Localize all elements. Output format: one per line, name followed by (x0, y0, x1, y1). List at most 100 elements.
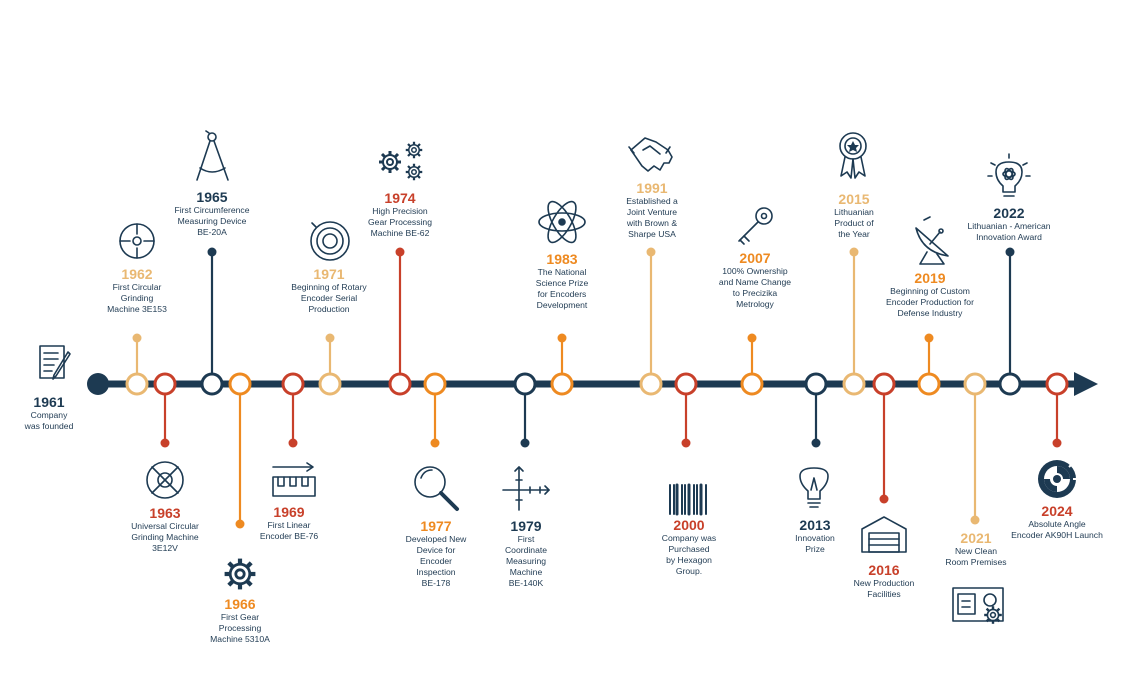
event-stem-dot (681, 438, 691, 448)
event-node (963, 372, 987, 396)
event-1963: 1963 Universal Circular Grinding Machine… (105, 505, 225, 554)
event-description: The National Science Prize for Encoders … (535, 267, 589, 310)
event-1966: 1966 First Gear Processing Machine 5310A (180, 596, 300, 645)
event-1965: 1965 First Circumference Measuring Devic… (152, 189, 272, 238)
event-stem-dot (849, 247, 859, 257)
event-year: 1963 (149, 505, 181, 521)
event-node (388, 372, 412, 396)
event-node (804, 372, 828, 396)
event-year: 1983 (546, 251, 578, 267)
event-year: 2016 (868, 562, 900, 578)
event-stem-dot (395, 247, 405, 257)
handshake-icon (628, 137, 673, 172)
satellite-dish-icon (915, 216, 949, 265)
event-stem-dot (924, 333, 934, 343)
event-description: Beginning of Rotary Encoder Serial Produ… (291, 282, 367, 314)
event-year: 1962 (121, 266, 153, 282)
key-icon (738, 207, 773, 245)
event-node (872, 372, 896, 396)
event-2021: 2021 New Clean Room Premises (916, 530, 1036, 568)
event-description: 100% Ownership and Name Change to Preciz… (718, 266, 792, 309)
event-node (513, 372, 537, 396)
rotary-encoder-icon (310, 221, 350, 261)
event-1962: 1962 First Circular Grinding Machine 3E1… (77, 266, 197, 315)
event-description: Lithuanian Product of the Year (834, 207, 874, 239)
event-node (281, 372, 305, 396)
event-year: 1969 (273, 504, 305, 520)
event-2007: 2007 100% Ownership and Name Change to P… (695, 250, 815, 310)
event-description: First Circular Grinding Machine 3E153 (107, 282, 167, 314)
event-description: New Clean Room Premises (945, 546, 1007, 567)
event-year: 2007 (739, 250, 771, 266)
timeline-arrowhead (1074, 372, 1098, 396)
event-stem-dot (325, 333, 335, 343)
event-stem-dot (811, 438, 821, 448)
event-node (200, 372, 224, 396)
event-stem-dot (160, 438, 170, 448)
event-2024: 2024 Absolute Angle Encoder AK90H Launch (997, 503, 1117, 541)
event-year: 2000 (673, 517, 705, 533)
event-stem-dot (430, 438, 440, 448)
event-node (228, 372, 252, 396)
event-node (318, 372, 342, 396)
event-description: Absolute Angle Encoder AK90H Launch (1011, 519, 1103, 540)
event-description: Universal Circular Grinding Machine 3E12… (131, 521, 199, 553)
atom-icon (538, 200, 586, 244)
event-description: Developed New Device for Encoder Inspect… (405, 534, 467, 588)
event-node (1045, 372, 1069, 396)
event-node (842, 372, 866, 396)
event-description: First Circumference Measuring Device BE-… (174, 205, 250, 237)
barcode-icon (669, 483, 707, 516)
event-stem-dot (132, 333, 142, 343)
event-2015: 2015 Lithuanian Product of the Year (794, 191, 914, 240)
event-stem-dot (520, 438, 530, 448)
event-1979: 1979 First Coordinate Measuring Machine … (466, 518, 586, 589)
event-stem-dot (557, 333, 567, 343)
coordinate-axes-icon (502, 466, 550, 511)
event-description: Company was Purchased by Hexagon Group. (661, 533, 717, 576)
event-node (917, 372, 941, 396)
event-year: 1977 (420, 518, 452, 534)
event-year: 1979 (510, 518, 542, 534)
circular-grinder-icon (146, 461, 184, 499)
event-description: High Precision Gear Processing Machine B… (367, 206, 432, 238)
event-stem-dot (235, 519, 245, 529)
event-1971: 1971 Beginning of Rotary Encoder Serial … (269, 266, 389, 315)
document-pen-icon (39, 345, 71, 380)
event-stem-dot (879, 494, 889, 504)
idea-bulb-icon (987, 153, 1031, 197)
linear-encoder-icon (272, 462, 316, 497)
event-description: First Linear Encoder BE-76 (259, 520, 319, 541)
event-1983: 1983 The National Science Prize for Enco… (502, 251, 622, 311)
event-description: First Gear Processing Machine 5310A (210, 612, 270, 644)
event-stem-dot (288, 438, 298, 448)
event-year: 2021 (960, 530, 992, 546)
event-stem-dot (646, 247, 656, 257)
event-description: Established a Joint Venture with Brown &… (626, 196, 678, 239)
event-node (550, 372, 574, 396)
event-1974: 1974 High Precision Gear Processing Mach… (340, 190, 460, 239)
control-panel-icon (952, 587, 1004, 622)
gear-icon (225, 559, 256, 590)
event-node (639, 372, 663, 396)
compass-icon (196, 130, 229, 181)
garage-icon (861, 516, 907, 553)
event-description: Beginning of Custom Encoder Production f… (886, 286, 974, 318)
crosshair-icon (119, 223, 155, 259)
event-year: 1974 (384, 190, 416, 206)
event-stem-dot (747, 333, 757, 343)
event-2022: 2022 Lithuanian - American Innovation Aw… (949, 205, 1069, 243)
event-year: 1991 (636, 180, 668, 196)
event-2000: 2000 Company was Purchased by Hexagon Gr… (629, 517, 749, 577)
event-year: 2013 (799, 517, 831, 533)
event-2013: 2013 Innovation Prize (755, 517, 875, 555)
event-stem-dot (1005, 247, 1015, 257)
event-node (998, 372, 1022, 396)
magnifier-icon (414, 466, 459, 511)
event-2016: 2016 New Production Facilities (824, 562, 944, 600)
event-stem-dot (1052, 438, 1062, 448)
event-1977: 1977 Developed New Device for Encoder In… (376, 518, 496, 589)
event-description: Lithuanian - American Innovation Award (967, 221, 1051, 242)
event-node (153, 372, 177, 396)
